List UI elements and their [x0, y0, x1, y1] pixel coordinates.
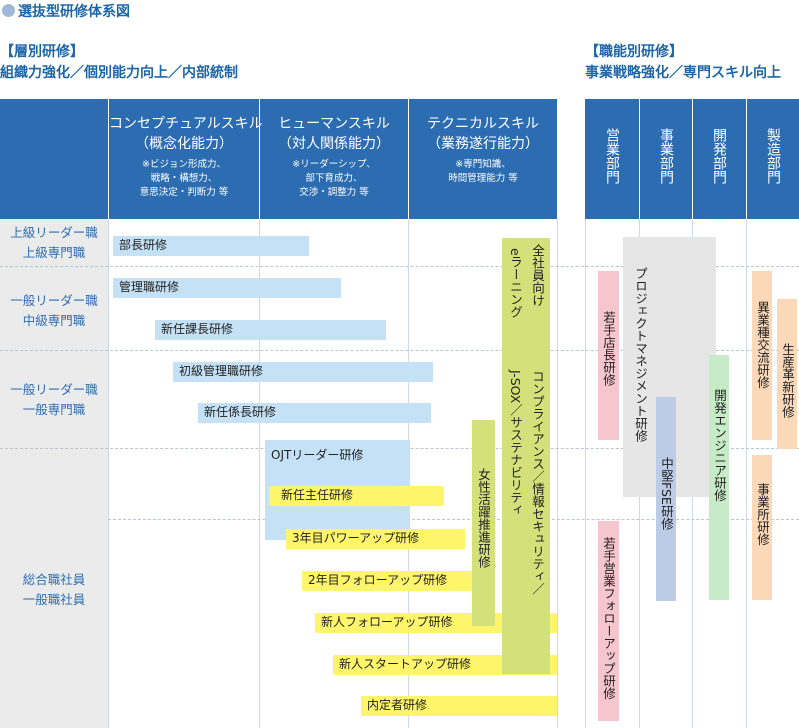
level-line: 上級専門職 — [22, 245, 86, 260]
skill-header-band — [0, 99, 557, 219]
training-new-start-up: 新人スタートアップ研修 — [333, 655, 557, 675]
department-development: 開発部門 — [711, 128, 727, 184]
right-section-label: 【職能別研修】 — [585, 44, 683, 60]
training-shinnin-kacho: 新任課長研修 — [155, 320, 386, 340]
level-column — [0, 219, 108, 728]
dept-training-wakate-tencho-bar: 若手店長研修 — [598, 271, 619, 440]
level-line: 一般リーダー職 — [10, 382, 98, 397]
skill-column-note: 時間管理能力 等 — [448, 173, 518, 184]
department-sales: 営業部門 — [604, 128, 620, 184]
grid-line — [557, 219, 558, 728]
skill-column-note: ※リーダーシップ、 — [292, 159, 376, 170]
dept-training-wakate-eigyo-bar: 若手営業フォローアップ研修 — [598, 521, 619, 721]
dept-training-igyoshu-koryu-bar: 異業種交流研修 — [752, 271, 772, 440]
grid-line — [585, 219, 586, 728]
training-elearning-line2: eラーニング — [508, 248, 523, 319]
skill-column-note: 部下育成力、 — [305, 173, 363, 184]
dept-training-kaihatsu-engineer: 開発エンジニア研修 — [712, 389, 727, 502]
skill-column-paren: （概念化能力） — [135, 136, 233, 152]
skill-column-note: ※ビジョン形成力、 — [142, 159, 226, 170]
skill-column-paren: （業務遂行能力） — [427, 136, 539, 152]
left-section-label: 【層別研修】 — [0, 44, 84, 60]
training-women-active-bar: 女性活躍推進研修 — [472, 420, 495, 626]
page-title: 選抜型研修体系図 — [18, 4, 130, 20]
training-company-wide-bar: 全社員向け eラーニング コンプライアンス／情報セキュリティ／ J-SOX／サス… — [502, 238, 550, 674]
dept-training-jigyosho-bar: 事業所研修 — [752, 455, 772, 600]
training-shokyu-kanri: 初級管理職研修 — [173, 362, 433, 382]
level-line: 上級リーダー職 — [10, 225, 98, 240]
training-new-follow-up: 新人フォローアップ研修 — [315, 613, 557, 633]
skill-column-title: ヒューマンスキル — [278, 116, 390, 132]
level-general-leader-general: 一般リーダー職 一般専門職 — [0, 380, 108, 420]
training-elearning-line1: 全社員向け — [530, 244, 545, 307]
level-line: 一般専門職 — [22, 402, 86, 417]
training-shinnin-kakari: 新任係長研修 — [198, 403, 431, 423]
skill-column-note: ※専門知識、 — [455, 159, 511, 170]
header-divider — [259, 99, 260, 219]
level-line: 中級専門職 — [22, 313, 86, 328]
title-bullet-icon — [2, 4, 15, 17]
dept-training-kaihatsu-engineer-bar: 開発エンジニア研修 — [709, 355, 729, 600]
row-separator — [108, 519, 799, 520]
header-divider — [108, 99, 109, 219]
level-line: 一般職社員 — [22, 592, 86, 607]
level-senior: 上級リーダー職 上級専門職 — [0, 223, 108, 263]
skill-column-technical: テクニカルスキル （業務遂行能力） ※専門知識、 時間管理能力 等 — [409, 114, 557, 186]
skill-column-note: 交渉・調整力 等 — [299, 187, 369, 198]
training-follow-up-2: 2年目フォローアップ研修 — [302, 571, 490, 591]
left-section-sub: 組織力強化／個別能力向上／内部統制 — [0, 65, 238, 81]
skill-column-conceptual: コンセプチュアルスキル （概念化能力） ※ビジョン形成力、 戦略・構想力、 意思… — [109, 114, 263, 200]
dept-training-wakate-tencho: 若手店長研修 — [601, 311, 616, 386]
header-divider — [746, 99, 747, 219]
skill-column-title: コンセプチュアルスキル — [109, 116, 263, 132]
department-business: 事業部門 — [658, 128, 674, 184]
skill-column-note: 意思決定・判断力 等 — [139, 187, 229, 198]
grid-line — [746, 219, 747, 728]
training-shinnin-shunin: 新任主任研修 — [269, 486, 444, 506]
dept-training-seisan-kakushin-bar: 生産革新研修 — [777, 299, 797, 449]
dept-training-igyoshu-koryu: 異業種交流研修 — [755, 301, 770, 389]
level-line: 一般リーダー職 — [10, 293, 98, 308]
dept-training-project-mgmt: プロジェクトマネジメント研修 — [633, 267, 648, 442]
right-section-sub: 事業戦略強化／専門スキル向上 — [585, 65, 781, 81]
grid-line — [259, 219, 260, 728]
row-separator — [0, 266, 799, 267]
row-separator — [0, 350, 799, 351]
level-line: 総合職社員 — [22, 572, 86, 587]
training-women-active: 女性活躍推進研修 — [476, 468, 491, 568]
skill-column-paren: （対人関係能力） — [278, 136, 390, 152]
header-divider — [408, 99, 409, 219]
training-compliance-line1: コンプライアンス／情報セキュリティ／ — [530, 370, 545, 595]
training-power-up-3: 3年目パワーアップ研修 — [286, 529, 465, 549]
level-staff: 総合職社員 一般職社員 — [0, 570, 108, 610]
skill-column-title: テクニカルスキル — [427, 116, 539, 132]
skill-column-note: 戦略・構想力、 — [150, 173, 218, 184]
grid-line — [108, 219, 109, 728]
department-manufacturing: 製造部門 — [765, 128, 781, 184]
training-naiteisha: 内定者研修 — [361, 696, 557, 716]
skill-column-human: ヒューマンスキル （対人関係能力） ※リーダーシップ、 部下育成力、 交渉・調整… — [260, 114, 408, 200]
dept-training-wakate-eigyo-follow: 若手営業フォローアップ研修 — [601, 537, 616, 700]
dept-training-jigyosho: 事業所研修 — [755, 483, 770, 546]
training-bucho: 部長研修 — [113, 236, 309, 256]
header-divider — [692, 99, 693, 219]
dept-training-chuken-fse-bar: 中堅FSE研修 — [656, 397, 676, 601]
training-kanrishoku: 管理職研修 — [113, 278, 341, 298]
header-divider — [639, 99, 640, 219]
dept-training-chuken-fse: 中堅FSE研修 — [659, 457, 674, 530]
level-general-leader-mid: 一般リーダー職 中級専門職 — [0, 291, 108, 331]
training-compliance-line2: J-SOX／サステナビリティ — [508, 370, 523, 516]
dept-training-seisan-kakushin: 生産革新研修 — [780, 343, 795, 418]
